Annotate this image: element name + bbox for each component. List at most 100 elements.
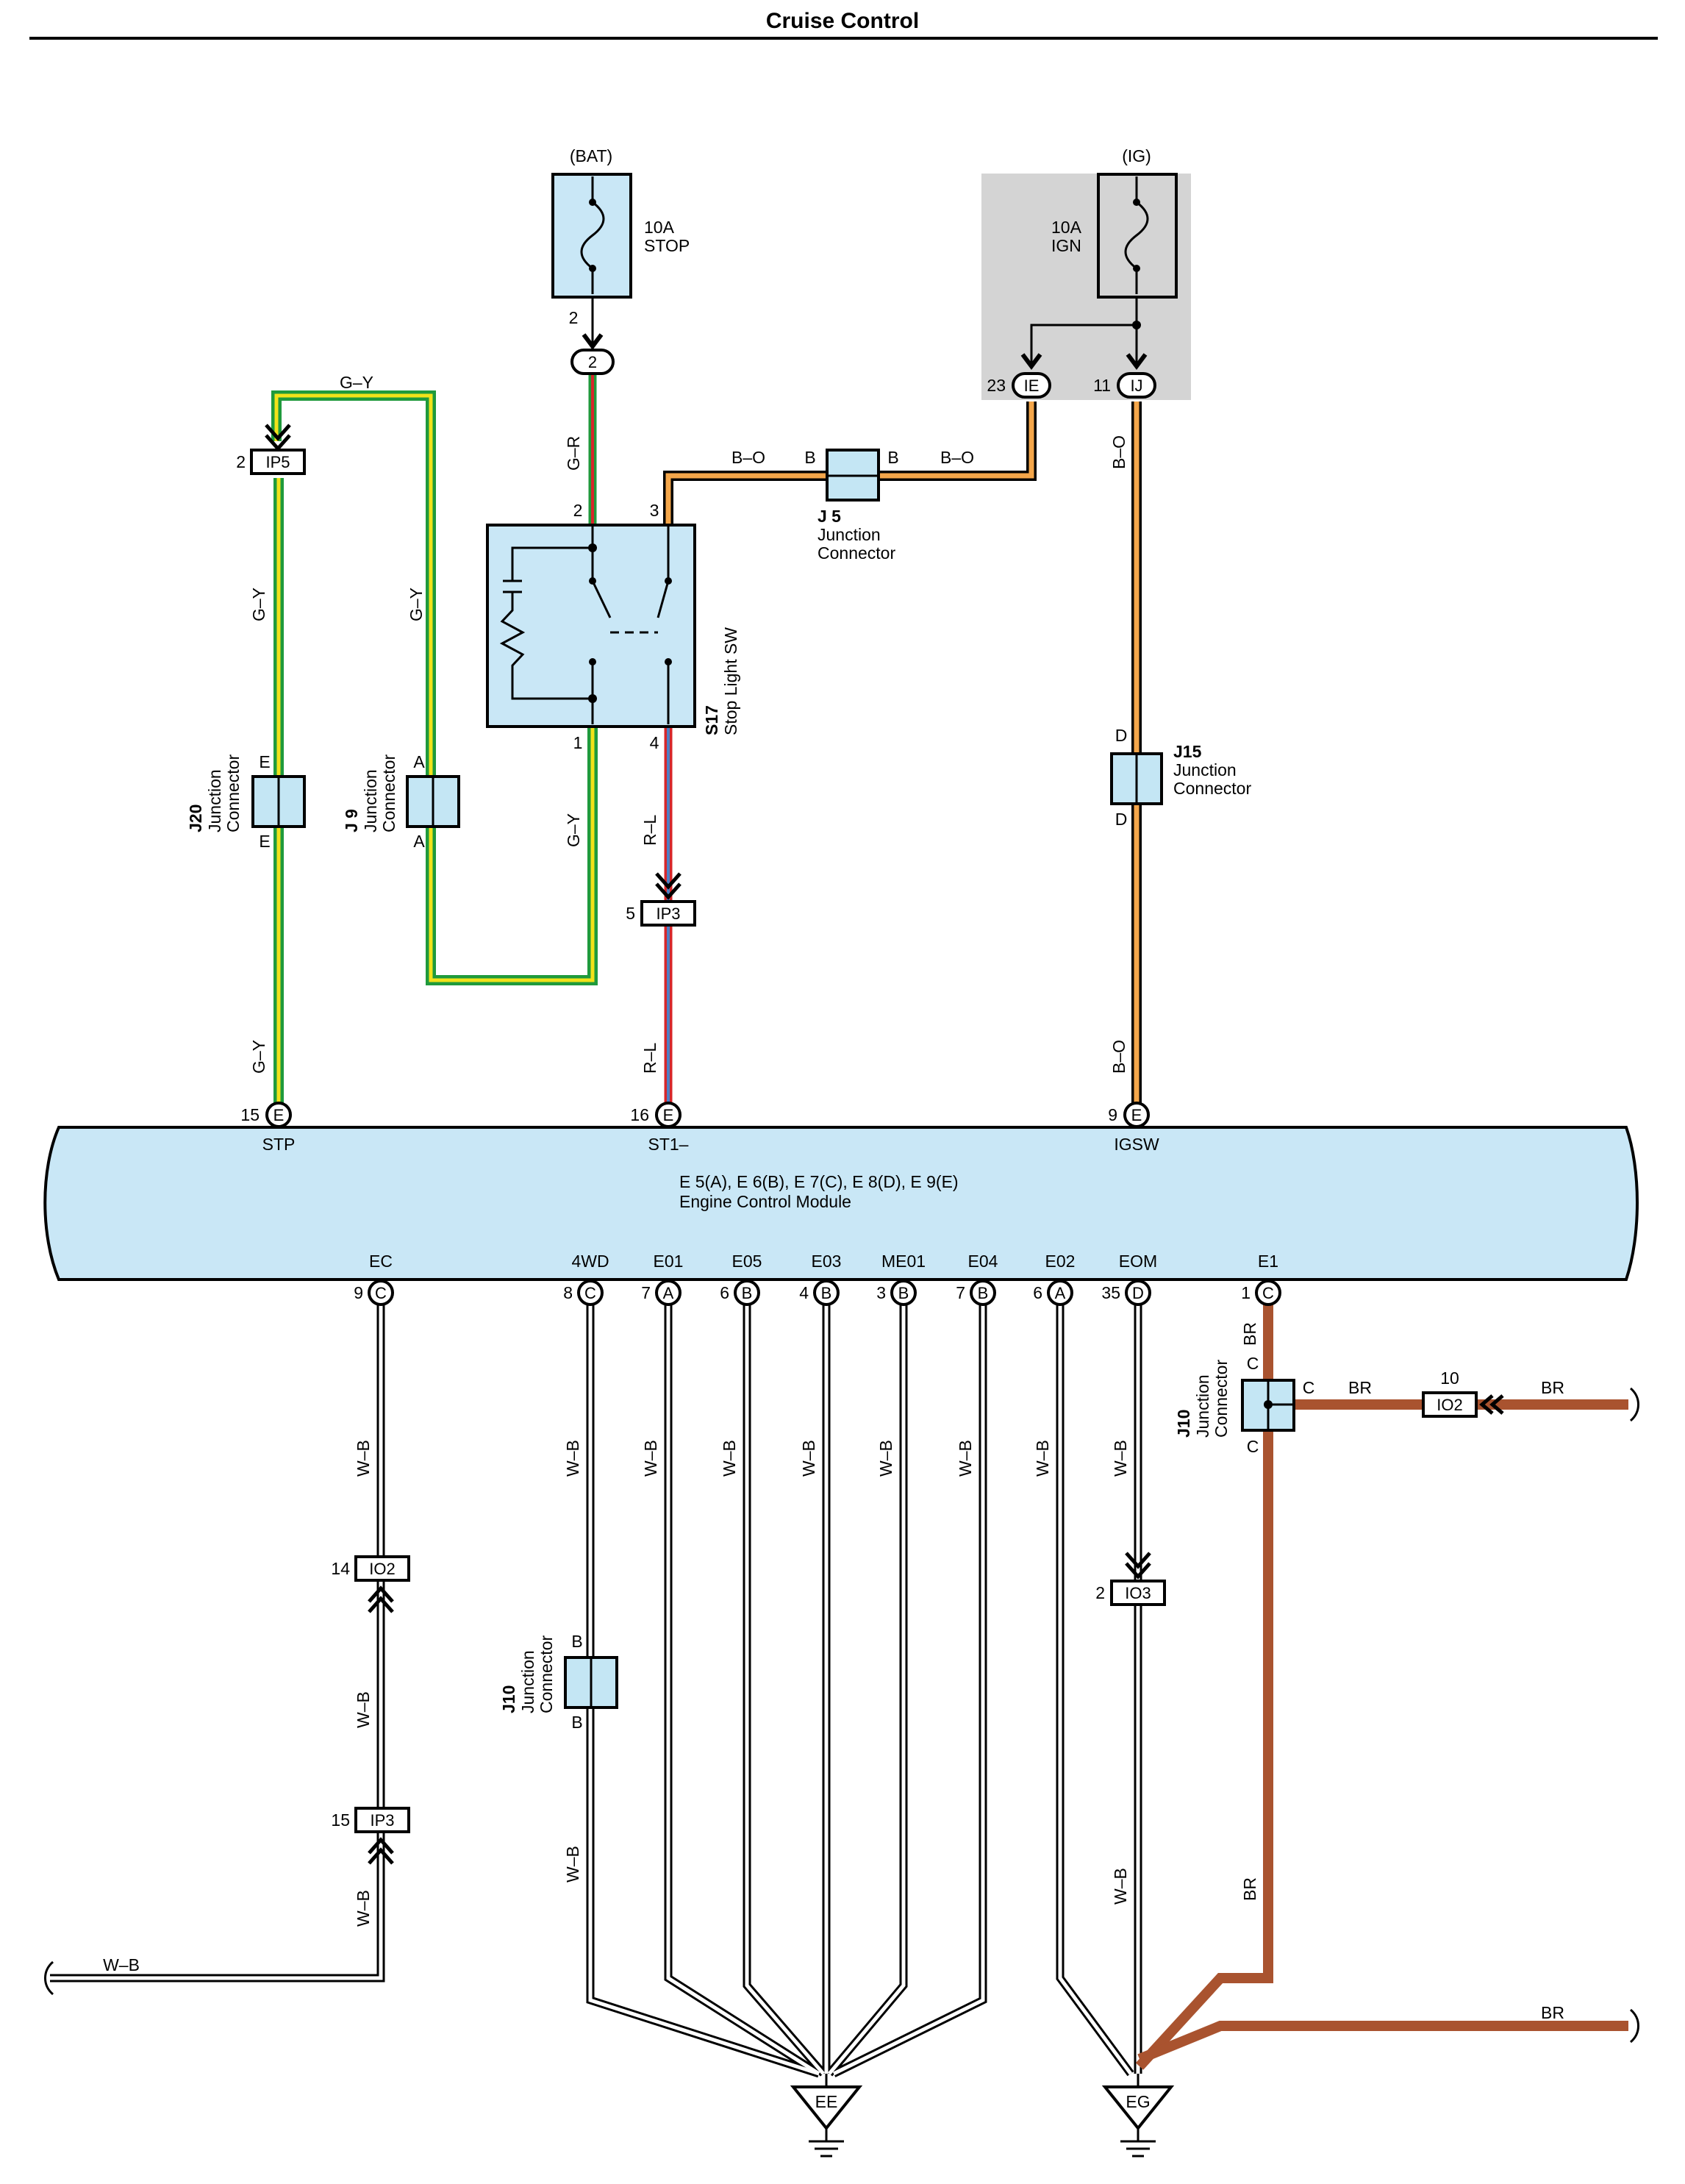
ecm-bottom-pin-number: 6 — [1033, 1283, 1042, 1302]
stop-fuse-name: STOP — [644, 236, 690, 255]
connector-ip5-label: IP5 — [265, 453, 290, 471]
j9-junction-connector — [406, 775, 460, 828]
ecm-bottom-terminal-name: E04 — [968, 1252, 998, 1271]
ecm-connectors: E 5(A), E 6(B), E 7(C), E 8(D), E 9(E) — [679, 1172, 959, 1191]
j10-br-name2: Connector — [1212, 1360, 1231, 1438]
wire-label-gy-j20: G–Y — [249, 588, 268, 621]
connector-ip3-bottom-label: IP3 — [370, 1811, 394, 1830]
j5-pin-b-left: B — [804, 448, 815, 467]
pin-ip3-top: 5 — [626, 904, 635, 923]
ecm-bottom-terminal — [1255, 1280, 1281, 1306]
wire-label-bo-left: B–O — [731, 448, 765, 467]
ecm-top-terminal — [265, 1102, 292, 1128]
j5-id: J 5 — [818, 507, 841, 526]
ecm-bottom-terminal — [734, 1280, 760, 1306]
j20-name2: Connector — [223, 754, 243, 832]
ground-eg-symbol — [1101, 2074, 1175, 2158]
plug-arrow-io2-right — [1479, 1394, 1504, 1415]
connector-ip3-bottom — [354, 1807, 410, 1833]
bat-label: (BAT) — [570, 146, 612, 165]
j10-br-name1: Junction — [1193, 1374, 1212, 1438]
stop-fuse-amp: 10A — [644, 218, 675, 237]
ecm-bottom-connector-letter: B — [742, 1284, 753, 1302]
wire-w-b-ee — [586, 1305, 987, 2078]
ecm-bottom-connector-letter: A — [663, 1284, 674, 1302]
wire-label-bo-igsw-bottom: B–O — [1109, 1040, 1128, 1074]
connector-io2-right-label: IO2 — [1437, 1396, 1462, 1414]
wire-label-wb: W–B — [563, 1440, 582, 1477]
connector-io3 — [1110, 1580, 1166, 1606]
j5-pin-b-right: B — [887, 448, 898, 467]
pin-io2-right: 10 — [1440, 1368, 1459, 1388]
ig-label: (IG) — [1122, 146, 1151, 165]
wire-label-bo-right: B–O — [940, 448, 974, 467]
connector-ip5 — [250, 449, 306, 475]
ecm-bottom-terminal-name: 4WD — [571, 1252, 609, 1271]
wire-label-wb: W–B — [641, 1440, 660, 1477]
ground-eg-label: EG — [1126, 2092, 1150, 2111]
wire-label-wb: W–B — [1033, 1440, 1052, 1477]
wire-label-wb-ec2: W–B — [354, 1691, 373, 1728]
wire-end-br-top — [1629, 1387, 1639, 1422]
ecm-bottom-terminal — [890, 1280, 917, 1306]
j15-junction-connector — [1110, 752, 1163, 805]
j10-junction-connector-br — [1241, 1379, 1295, 1432]
ecm-top-pin-number: 16 — [630, 1105, 649, 1124]
plug-arrow-ie — [1020, 353, 1042, 370]
ig-relay-box — [981, 174, 1191, 400]
ecm-bottom-pin-number: 3 — [876, 1283, 886, 1302]
connector-ij — [1117, 372, 1156, 399]
page-title: Cruise Control — [766, 9, 919, 33]
wire-label-rl-bottom: R–L — [640, 1043, 659, 1074]
sw-pin-3: 3 — [650, 501, 659, 520]
wire-label-wb-ec3: W–B — [354, 1890, 373, 1927]
s17-id: S17 — [702, 705, 721, 735]
ecm-top-pin-number: 15 — [240, 1105, 260, 1124]
ecm-bottom-connector-letter: D — [1132, 1284, 1144, 1302]
pin-2-fuse: 2 — [569, 308, 579, 327]
ecm-bottom-connector-letter: C — [1262, 1284, 1274, 1302]
wire-label-gy-j9: G–Y — [407, 588, 426, 621]
ecm-name: Engine Control Module — [679, 1192, 851, 1211]
stop-fuse — [551, 173, 632, 299]
ground-ee-label: EE — [815, 2092, 838, 2111]
ecm-bottom-pin-number: 8 — [563, 1283, 573, 1302]
connector-io2-right — [1422, 1391, 1478, 1418]
j9-pin-a-bottom: A — [413, 832, 425, 851]
j5-name2: Connector — [818, 543, 895, 563]
wire-label-wb: W–B — [799, 1440, 818, 1477]
ecm-bottom-terminal — [970, 1280, 996, 1306]
wire-w-b-ec — [50, 1305, 385, 1983]
ign-fuse-name: IGN — [1051, 236, 1081, 255]
connector-io3-label: IO3 — [1125, 1584, 1151, 1602]
ecm-top-pin-number: 9 — [1108, 1105, 1117, 1124]
ecm-bottom-terminal-name: EOM — [1119, 1252, 1157, 1271]
ecm-top-connector-letter: E — [273, 1106, 285, 1124]
wire-label-br-bottom: BR — [1541, 2003, 1564, 2022]
wire-label-br-j10: BR — [1348, 1378, 1372, 1397]
j10-br-id: J10 — [1174, 1410, 1193, 1438]
ecm-top-terminal-name: IGSW — [1114, 1135, 1159, 1154]
ecm-bottom-terminal — [1125, 1280, 1151, 1306]
plug-arrow-io2-left — [368, 1585, 394, 1613]
ecm-bottom-pin-number: 7 — [641, 1283, 651, 1302]
ecm-bottom-terminal-name: E03 — [812, 1252, 842, 1271]
wire-label-br-vertical: BR — [1240, 1877, 1259, 1901]
ecm-bottom-terminal — [813, 1280, 840, 1306]
pin-ip5: 2 — [236, 452, 246, 471]
wire-label-wb-eom-bottom: W–B — [1111, 1868, 1130, 1905]
wire-end-left — [44, 1960, 54, 1996]
wire-label-wb: W–B — [720, 1440, 739, 1477]
ecm-body — [43, 1126, 1639, 1281]
ecm-bottom-connector-letter: B — [821, 1284, 832, 1302]
j20-name1: Junction — [205, 769, 224, 832]
wire-label-wb: W–B — [956, 1440, 975, 1477]
plug-arrow-2 — [582, 333, 604, 350]
plug-arrow-ij — [1126, 353, 1148, 370]
wire-label-rl-top: R–L — [640, 815, 659, 846]
j15-id: J15 — [1173, 742, 1202, 761]
ecm-bottom-pin-number: 1 — [1241, 1283, 1251, 1302]
ecm-bottom-terminal — [368, 1280, 394, 1306]
j10-br-pin-c-top: C — [1247, 1354, 1259, 1373]
ecm-bottom-connector-letter: C — [584, 1284, 596, 1302]
